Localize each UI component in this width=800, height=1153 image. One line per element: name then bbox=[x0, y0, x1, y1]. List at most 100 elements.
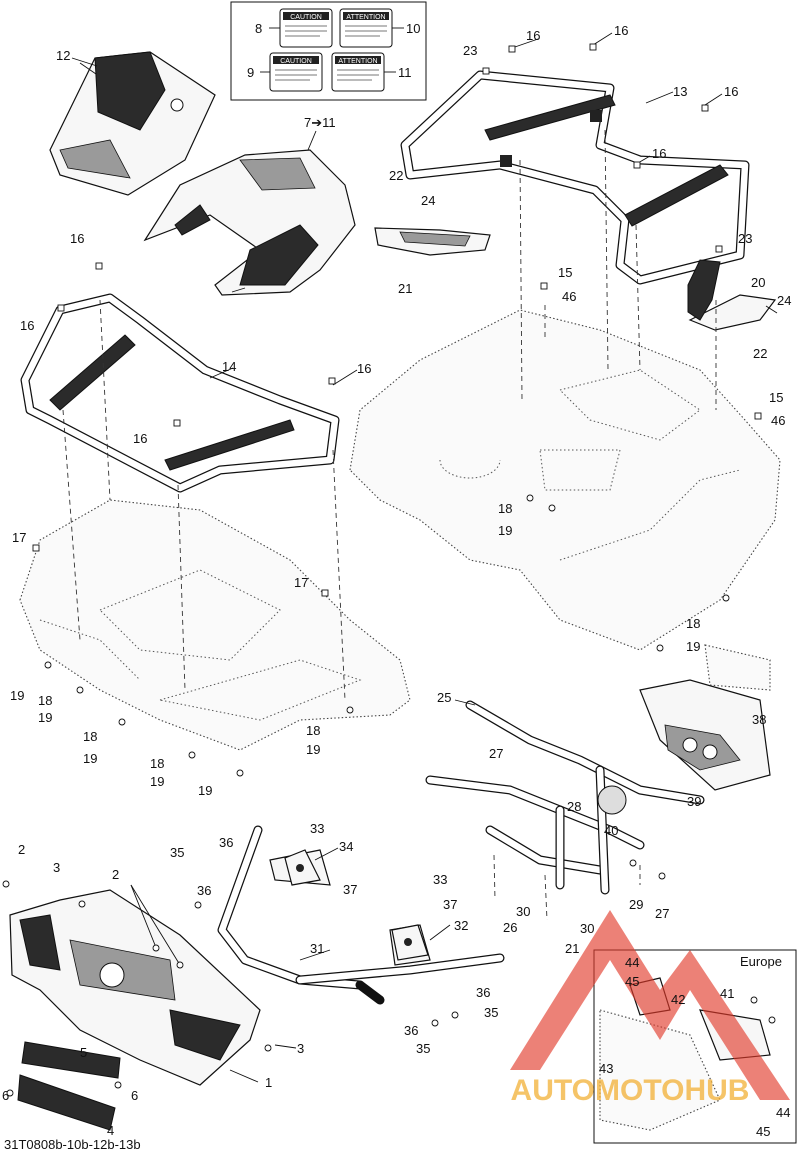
callout-39: 39 bbox=[687, 794, 701, 809]
callout-19: 19 bbox=[498, 523, 512, 538]
callout-30: 30 bbox=[516, 904, 530, 919]
rear-rack-13 bbox=[400, 70, 750, 285]
callout-10: 10 bbox=[406, 21, 420, 36]
callout-6: 6 bbox=[2, 1088, 9, 1103]
mesh-insert-4 bbox=[17, 1074, 116, 1131]
callout-labels: 8 10 9 11 7➔11 12 16 16 16 16 23 13 22 2… bbox=[2, 21, 791, 1139]
callout-16: 16 bbox=[20, 318, 34, 333]
bracket-20 bbox=[687, 259, 777, 331]
callout-30: 30 bbox=[580, 921, 594, 936]
callout-27: 27 bbox=[489, 746, 503, 761]
callout-19: 19 bbox=[150, 774, 164, 789]
callout-46: 46 bbox=[562, 289, 576, 304]
callout-19: 19 bbox=[38, 710, 52, 725]
callout-7-11: 7➔11 bbox=[304, 115, 336, 130]
watermark-brand: AUTOMOTOHUB bbox=[511, 1074, 750, 1107]
callout-36: 36 bbox=[476, 985, 490, 1000]
callout-21: 21 bbox=[398, 281, 412, 296]
callout-34: 34 bbox=[339, 839, 353, 854]
callout-45: 45 bbox=[625, 974, 639, 989]
callout-24: 24 bbox=[777, 293, 791, 308]
inset-title: Europe bbox=[740, 954, 782, 969]
callout-23: 23 bbox=[738, 231, 752, 246]
callout-15: 15 bbox=[769, 390, 783, 405]
callout-27: 27 bbox=[655, 906, 669, 921]
callout-36: 36 bbox=[404, 1023, 418, 1038]
callout-17: 17 bbox=[12, 530, 26, 545]
callout-43: 43 bbox=[599, 1061, 613, 1076]
callout-31: 31 bbox=[310, 941, 324, 956]
callout-44: 44 bbox=[625, 955, 639, 970]
assembly-lines bbox=[62, 129, 717, 921]
callout-41: 41 bbox=[720, 986, 734, 1001]
callout-35: 35 bbox=[170, 845, 184, 860]
callout-24: 24 bbox=[421, 193, 435, 208]
callout-19: 19 bbox=[83, 751, 97, 766]
callout-45: 45 bbox=[756, 1124, 770, 1139]
callout-29: 29 bbox=[629, 897, 643, 912]
callout-9: 9 bbox=[247, 65, 254, 80]
callout-2: 2 bbox=[112, 867, 119, 882]
callout-46: 46 bbox=[771, 413, 785, 428]
callout-3: 3 bbox=[297, 1041, 304, 1056]
callout-17: 17 bbox=[294, 575, 308, 590]
callout-22: 22 bbox=[389, 168, 403, 183]
svg-text:ATTENTION: ATTENTION bbox=[346, 14, 385, 21]
callout-5: 5 bbox=[80, 1045, 87, 1060]
svg-text:CAUTION: CAUTION bbox=[290, 14, 322, 21]
decal-group: CAUTION ATTENTION CAUTION ATTENTION bbox=[230, 1, 427, 101]
callout-19: 19 bbox=[10, 688, 24, 703]
front-console-panel bbox=[143, 130, 356, 296]
fasteners bbox=[2, 43, 776, 1097]
callout-36: 36 bbox=[219, 835, 233, 850]
bracket-32 bbox=[391, 924, 429, 961]
callout-18: 18 bbox=[150, 756, 164, 771]
bracket-34 bbox=[284, 849, 321, 886]
callout-38: 38 bbox=[752, 712, 766, 727]
callout-18: 18 bbox=[686, 616, 700, 631]
callout-22: 22 bbox=[753, 346, 767, 361]
callout-19: 19 bbox=[306, 742, 320, 757]
mesh-insert-5 bbox=[21, 1041, 121, 1079]
watermark: AUTOMOTOHUB bbox=[510, 910, 790, 1107]
front-upper-cover-12 bbox=[49, 51, 216, 196]
callout-23: 23 bbox=[463, 43, 477, 58]
callout-20: 20 bbox=[751, 275, 765, 290]
callout-42: 42 bbox=[671, 992, 685, 1007]
callout-2: 2 bbox=[18, 842, 25, 857]
callout-33: 33 bbox=[310, 821, 324, 836]
callout-16: 16 bbox=[133, 431, 147, 446]
tail-light-38 bbox=[639, 644, 771, 791]
callout-16: 16 bbox=[652, 146, 666, 161]
callout-18: 18 bbox=[306, 723, 320, 738]
callout-28: 28 bbox=[567, 799, 581, 814]
callout-16: 16 bbox=[70, 231, 84, 246]
callout-18: 18 bbox=[38, 693, 52, 708]
callout-18: 18 bbox=[498, 501, 512, 516]
decal-attention-2: ATTENTION bbox=[331, 52, 385, 92]
rear-frame-25 bbox=[425, 700, 705, 895]
callout-8: 8 bbox=[255, 21, 262, 36]
svg-text:ATTENTION: ATTENTION bbox=[338, 58, 377, 65]
callout-37: 37 bbox=[443, 897, 457, 912]
callout-18: 18 bbox=[83, 729, 97, 744]
decal-caution-2: CAUTION bbox=[269, 52, 323, 92]
callout-12: 12 bbox=[56, 48, 70, 63]
callout-25: 25 bbox=[437, 690, 451, 705]
bracket-21 bbox=[374, 227, 491, 256]
callout-14: 14 bbox=[222, 359, 236, 374]
leader-lines bbox=[71, 32, 778, 1083]
callout-21: 21 bbox=[565, 941, 579, 956]
decal-attention-1: ATTENTION bbox=[339, 8, 393, 48]
callout-19: 19 bbox=[198, 783, 212, 798]
front-fender bbox=[19, 499, 411, 751]
front-bumper-frame-31 bbox=[217, 825, 505, 1005]
callout-36: 36 bbox=[197, 883, 211, 898]
front-grille-1 bbox=[9, 889, 261, 1086]
callout-32: 32 bbox=[454, 918, 468, 933]
callout-40: 40 bbox=[604, 823, 618, 838]
callout-19: 19 bbox=[686, 639, 700, 654]
callout-37: 37 bbox=[343, 882, 357, 897]
callout-13: 13 bbox=[673, 84, 687, 99]
